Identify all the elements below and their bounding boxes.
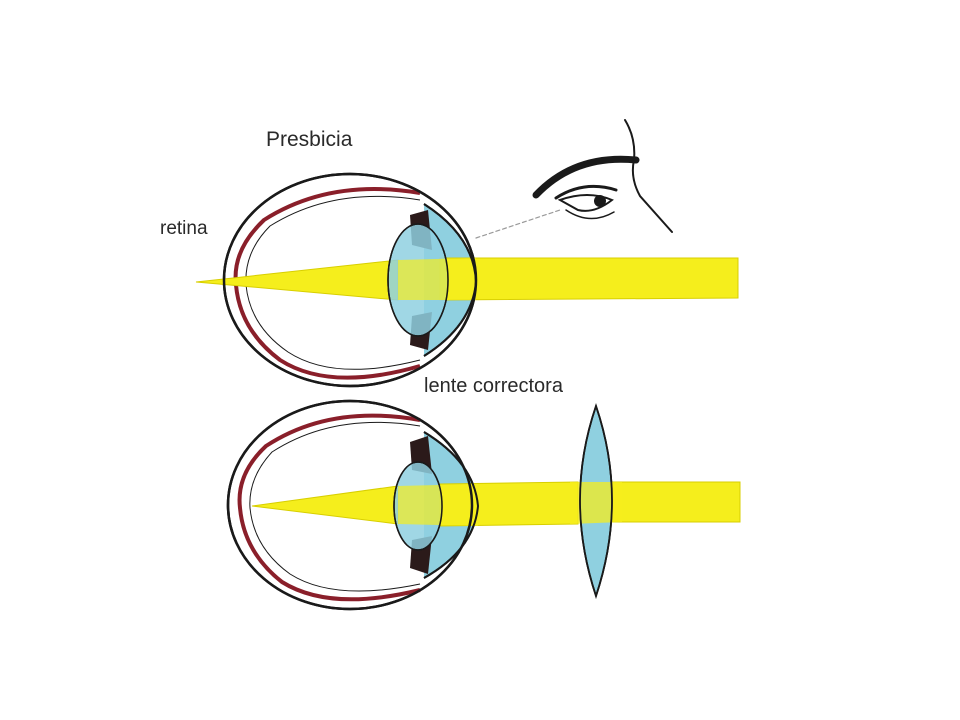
corrective-lens-label: lente correctora [424,375,564,397]
corrected-eye [226,399,741,611]
presbyopic-eye [195,172,739,388]
converging-lens-icon [570,403,622,599]
retina-label: retina [160,218,208,239]
human-eye-profile-icon [475,119,673,239]
diagram-title: Presbicia [266,128,353,151]
light-beam [439,257,739,301]
